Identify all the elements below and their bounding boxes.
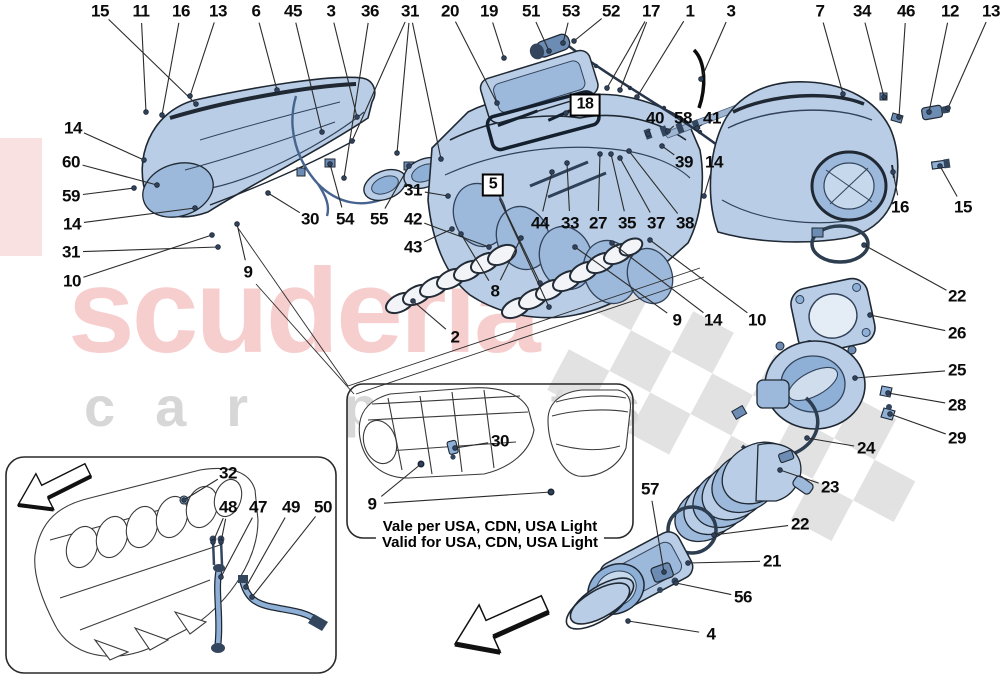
callout-40: 40 (646, 108, 664, 128)
callout-12: 12 (941, 1, 959, 21)
callout-9: 9 (672, 310, 682, 330)
callout-36: 36 (361, 1, 379, 21)
callout-45: 45 (284, 1, 302, 21)
callout-29: 29 (948, 428, 966, 448)
callout-50: 50 (314, 497, 332, 517)
callout-55: 55 (370, 209, 388, 229)
callout-16: 16 (172, 1, 190, 21)
sealing-ring-4 (565, 577, 635, 630)
callout-41: 41 (703, 108, 721, 128)
callout-14: 14 (705, 152, 723, 172)
callout-57: 57 (641, 479, 659, 499)
callout-15: 15 (91, 1, 109, 21)
callout-10: 10 (63, 271, 81, 291)
callout-47: 47 (249, 497, 267, 517)
callout-39: 39 (675, 152, 693, 172)
callout-13: 13 (982, 1, 1000, 21)
callout-58: 58 (674, 108, 692, 128)
callout-14: 14 (64, 118, 82, 138)
callout-5: 5 (481, 173, 505, 197)
callout-9: 9 (367, 494, 377, 514)
callout-6: 6 (251, 1, 261, 21)
callout-18: 18 (569, 93, 601, 117)
callout-48: 48 (219, 497, 237, 517)
vent-line (692, 48, 706, 109)
inset-breather-pipe-47 (211, 564, 225, 653)
callout-24: 24 (857, 438, 875, 458)
leader-lines-layer (82, 18, 987, 633)
callout-22: 22 (791, 514, 809, 534)
inset-manifold-underside (358, 387, 535, 479)
callout-9: 9 (243, 262, 253, 282)
callout-38: 38 (676, 213, 694, 233)
intake-gaskets (385, 237, 644, 320)
callout-2: 2 (450, 327, 460, 347)
callout-13: 13 (209, 1, 227, 21)
callout-31: 31 (404, 180, 422, 200)
air-cleaner-cover-left (141, 76, 376, 218)
callout-22: 22 (948, 286, 966, 306)
callout-31: 31 (62, 242, 80, 262)
blow-by-sensor (529, 33, 571, 60)
callout-11: 11 (132, 1, 150, 21)
callout-8: 8 (490, 281, 500, 301)
caption-line-italian: Vale per USA, CDN, USA Light (376, 519, 604, 535)
callout-32: 32 (219, 463, 237, 483)
callout-37: 37 (647, 213, 665, 233)
callout-27: 27 (589, 213, 607, 233)
callout-49: 49 (282, 497, 300, 517)
left-inset (5, 456, 337, 674)
callout-16: 16 (891, 197, 909, 217)
o-ring-22 (666, 505, 718, 555)
callout-20: 20 (441, 1, 459, 21)
left-inset-arrow-icon (16, 462, 93, 512)
throttle-body-25 (756, 340, 866, 430)
air-cleaner-housing-right (709, 81, 899, 243)
plenum-cover-plate (479, 33, 601, 152)
callout-35: 35 (618, 213, 636, 233)
callout-30: 30 (301, 209, 319, 229)
callout-17: 17 (642, 1, 660, 21)
inset-cover-shell (547, 389, 632, 477)
callout-43: 43 (404, 237, 422, 257)
callout-3: 3 (326, 1, 336, 21)
callout-31: 31 (401, 1, 419, 21)
callout-3: 3 (726, 1, 736, 21)
callout-28: 28 (948, 395, 966, 415)
callout-23: 23 (821, 477, 839, 497)
callout-42: 42 (404, 209, 422, 229)
callout-7: 7 (815, 1, 825, 21)
callout-30: 30 (491, 431, 509, 451)
callout-26: 26 (948, 323, 966, 343)
callout-14: 14 (63, 214, 81, 234)
center-inset (346, 383, 634, 539)
callout-10: 10 (748, 310, 766, 330)
callout-52: 52 (602, 1, 620, 21)
caption-line-english: Valid for USA, CDN, USA Light (375, 535, 605, 551)
direction-arrow-icon (453, 594, 550, 655)
callout-59: 59 (62, 186, 80, 206)
callout-53: 53 (562, 1, 580, 21)
callout-25: 25 (948, 360, 966, 380)
callout-4: 4 (706, 624, 716, 644)
callout-33: 33 (561, 213, 579, 233)
callout-54: 54 (336, 209, 354, 229)
inset-hose-49-50 (238, 575, 328, 631)
callout-51: 51 (522, 1, 540, 21)
callout-34: 34 (853, 1, 871, 21)
callout-15: 15 (954, 197, 972, 217)
watermark-red-check (0, 138, 42, 256)
callout-46: 46 (897, 1, 915, 21)
callout-21: 21 (763, 551, 781, 571)
callout-19: 19 (480, 1, 498, 21)
callout-14: 14 (704, 310, 722, 330)
hose-clamp-22 (810, 224, 870, 264)
callout-1: 1 (685, 1, 695, 21)
callout-60: 60 (62, 152, 80, 172)
callout-44: 44 (531, 213, 549, 233)
callout-56: 56 (734, 587, 752, 607)
